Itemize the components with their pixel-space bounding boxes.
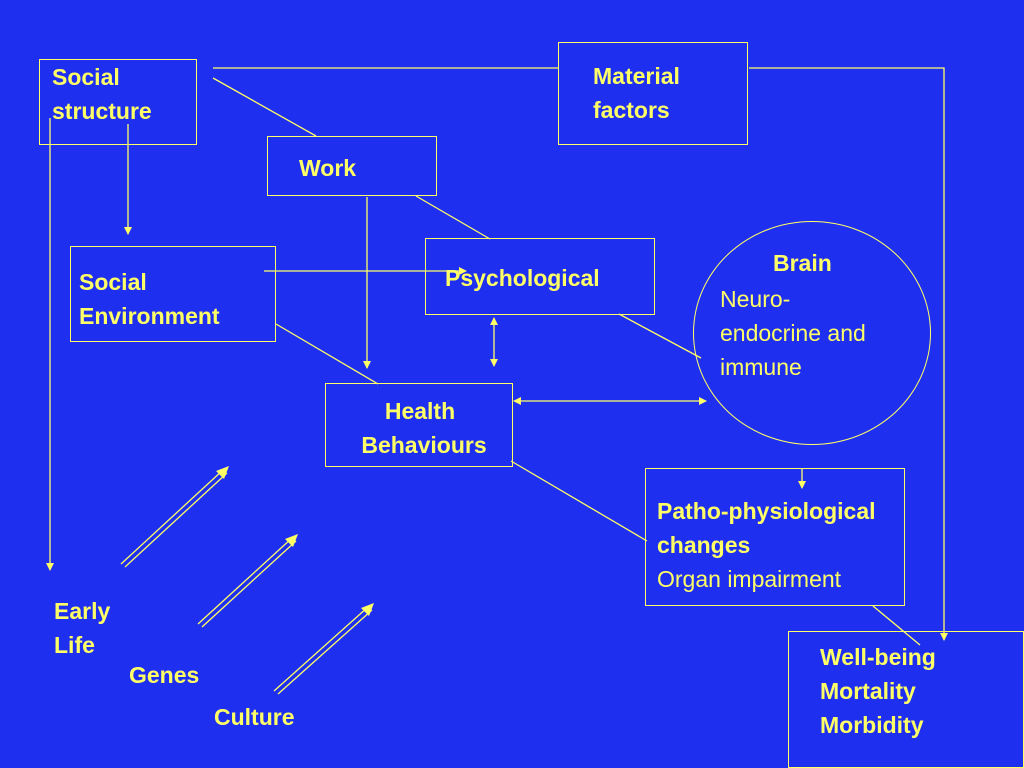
connector-structure-to-work bbox=[212, 77, 317, 137]
early-life-line2: Life bbox=[54, 632, 95, 658]
organ-impairment-line: Organ impairment bbox=[657, 566, 842, 592]
brain-line2: endocrine and bbox=[720, 320, 866, 346]
arrow-material-to-wellbeing bbox=[749, 67, 948, 641]
wellbeing-line3: Morbidity bbox=[820, 712, 924, 738]
early-life-label: Early Life bbox=[54, 594, 110, 662]
brain-circle: Brain Neuro- endocrine and immune bbox=[693, 221, 931, 445]
early-life-line1: Early bbox=[54, 598, 111, 624]
patho-physiological-line1: Patho-physiological bbox=[657, 498, 876, 524]
connector-patho-to-wellbeing bbox=[872, 605, 921, 646]
psychological-label: Psychological bbox=[445, 265, 600, 291]
patho-physiological-box: Patho-physiological changes Organ impair… bbox=[645, 468, 905, 606]
connector-work-to-psychological bbox=[415, 195, 491, 240]
material-factors-label-line1: Material bbox=[593, 63, 680, 89]
connector-behaviours-to-patho bbox=[510, 460, 648, 542]
culture-label: Culture bbox=[214, 704, 295, 730]
social-structure-label-line1: Social bbox=[52, 64, 120, 90]
work-box: Work bbox=[267, 136, 437, 196]
social-environment-label-line2: Environment bbox=[79, 303, 220, 329]
health-behaviours-label-line1: Health bbox=[384, 398, 456, 424]
patho-physiological-line2: changes bbox=[657, 532, 751, 558]
double-arrow-culture bbox=[273, 603, 374, 695]
material-factors-label-line2: factors bbox=[593, 97, 670, 123]
double-arrow-early-life bbox=[120, 466, 229, 568]
social-environment-box: Social Environment bbox=[70, 246, 276, 342]
connector-environment-to-behaviours bbox=[275, 323, 379, 385]
social-environment-label-line1: Social bbox=[79, 269, 147, 295]
psychological-box: Psychological bbox=[425, 238, 655, 315]
social-structure-label-line2: structure bbox=[52, 98, 152, 124]
genes-label: Genes bbox=[129, 662, 200, 688]
double-arrow-genes bbox=[197, 534, 298, 628]
social-structure-box: Social structure bbox=[39, 59, 197, 145]
wellbeing-box: Well-being Mortality Morbidity bbox=[788, 631, 1024, 768]
brain-line3: immune bbox=[720, 354, 802, 380]
brain-title: Brain bbox=[773, 250, 832, 276]
connector-psychological-to-brain bbox=[618, 313, 702, 359]
material-factors-box: Material factors bbox=[558, 42, 748, 145]
health-behaviours-label-line2: Behaviours bbox=[361, 432, 487, 458]
health-behaviours-box: Health Behaviours bbox=[325, 383, 513, 467]
wellbeing-line1: Well-being bbox=[820, 644, 936, 670]
work-label: Work bbox=[299, 155, 357, 181]
brain-line1: Neuro- bbox=[720, 286, 791, 312]
wellbeing-line2: Mortality bbox=[820, 678, 916, 704]
